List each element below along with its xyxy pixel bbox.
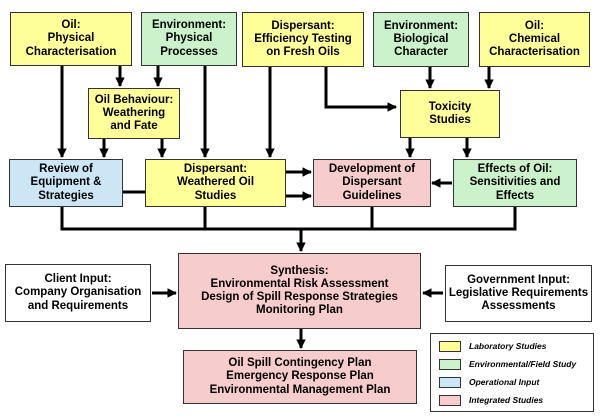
box-line: Effects of Oil: xyxy=(477,163,553,176)
box-line: Studies xyxy=(194,189,237,202)
legend-item: Environmental/Field Study xyxy=(439,357,576,371)
legend-label: Integrated Studies xyxy=(469,395,544,405)
legend-label: Environmental/Field Study xyxy=(469,359,577,369)
box-line: Efficiency Testing xyxy=(254,32,352,45)
review-equipment-strategies-box: Review of Equipment & Strategies xyxy=(9,159,123,207)
legend: Laboratory Studies Environmental/Field S… xyxy=(430,333,594,412)
toxicity-studies-box: Toxicity Studies xyxy=(400,90,500,138)
box-line: Processes xyxy=(160,45,218,58)
box-line: Sensitivities and xyxy=(469,176,561,189)
box-line: Environment: xyxy=(151,19,227,32)
box-line: Client Input: xyxy=(44,273,112,286)
box-line: Emergency Response Plan xyxy=(226,370,374,383)
box-line: Dispersant: xyxy=(271,19,335,32)
contingency-plan-box: Oil Spill Contingency Plan Emergency Res… xyxy=(183,350,417,404)
box-line: Weathering xyxy=(102,106,166,119)
legend-label: Laboratory Studies xyxy=(469,341,547,351)
box-line: Oil Spill Contingency Plan xyxy=(228,357,372,370)
box-line: and Fate xyxy=(110,120,158,133)
dispersant-weathered-oil-box: Dispersant: Weathered Oil Studies xyxy=(145,159,286,207)
box-line: Dispersant xyxy=(342,176,402,189)
legend-swatch xyxy=(439,394,461,406)
box-line: Oil: xyxy=(524,19,545,32)
legend-item: Integrated Studies xyxy=(439,393,543,407)
box-line: Development of xyxy=(328,163,416,176)
box-line: Company Organisation xyxy=(14,286,142,299)
legend-label: Operational Input xyxy=(469,377,540,387)
dispersant-guidelines-box: Development of Dispersant Guidelines xyxy=(313,159,431,207)
legend-swatch xyxy=(439,376,461,388)
box-line: Guidelines xyxy=(342,189,402,202)
oil-physical-characterisation-box: Oil: Physical Characterisation xyxy=(10,12,132,66)
synthesis-box: Synthesis: Environmental Risk Assessment… xyxy=(178,253,421,329)
dispersant-efficiency-testing-box: Dispersant: Efficiency Testing on Fresh … xyxy=(242,12,364,67)
box-line: Environmental Management Plan xyxy=(209,383,391,396)
box-line: Chemical xyxy=(508,32,561,45)
box-line: Character xyxy=(394,46,448,59)
box-line: Legislative Requirements xyxy=(448,286,589,299)
oil-chemical-characterisation-box: Oil: Chemical Characterisation xyxy=(479,12,590,67)
box-line: Government Input: xyxy=(467,273,570,286)
arrow-testing-to-toxicity xyxy=(324,67,397,112)
box-line: Biological xyxy=(393,32,449,45)
box-line: Weathered Oil xyxy=(176,176,255,189)
box-line: Design of Spill Response Strategies xyxy=(201,291,398,303)
oil-behaviour-box: Oil Behaviour: Weathering and Fate xyxy=(88,88,180,139)
box-line: Oil Behaviour: xyxy=(94,93,174,106)
box-line: Physical xyxy=(165,32,213,45)
box-line: and Requirements xyxy=(27,299,129,312)
box-line: Equipment & xyxy=(30,176,102,189)
box-line: on Fresh Oils xyxy=(266,46,340,59)
legend-swatch xyxy=(439,340,461,352)
effects-of-oil-box: Effects of Oil: Sensitivities and Effect… xyxy=(453,159,577,207)
environment-biological-character-box: Environment: Biological Character xyxy=(373,12,469,67)
government-input-box: Government Input: Legislative Requiremen… xyxy=(445,265,592,322)
box-line: Characterisation xyxy=(489,46,580,59)
box-line: Oil: xyxy=(61,19,81,32)
box-line: Monitoring Plan xyxy=(256,304,343,317)
box-line: Effects xyxy=(495,189,535,202)
box-line: Characterisation xyxy=(25,45,117,58)
client-input-box: Client Input: Company Organisation and R… xyxy=(5,264,151,322)
box-line: Toxicity xyxy=(428,100,472,113)
box-line: Physical xyxy=(47,32,95,45)
box-line: Studies xyxy=(429,114,471,126)
box-line: Assessments xyxy=(481,300,556,313)
box-line: Environment: xyxy=(383,19,459,32)
box-line: Dispersant: xyxy=(183,163,248,176)
legend-swatch xyxy=(439,358,461,370)
box-line: Review of xyxy=(39,163,93,176)
box-line: Strategies xyxy=(38,189,94,202)
environment-physical-processes-box: Environment: Physical Processes xyxy=(141,12,237,66)
box-line: Synthesis: xyxy=(270,264,329,277)
box-line: Environmental Risk Assessment xyxy=(210,277,389,290)
legend-item: Laboratory Studies xyxy=(439,339,546,353)
legend-item: Operational Input xyxy=(439,375,539,389)
